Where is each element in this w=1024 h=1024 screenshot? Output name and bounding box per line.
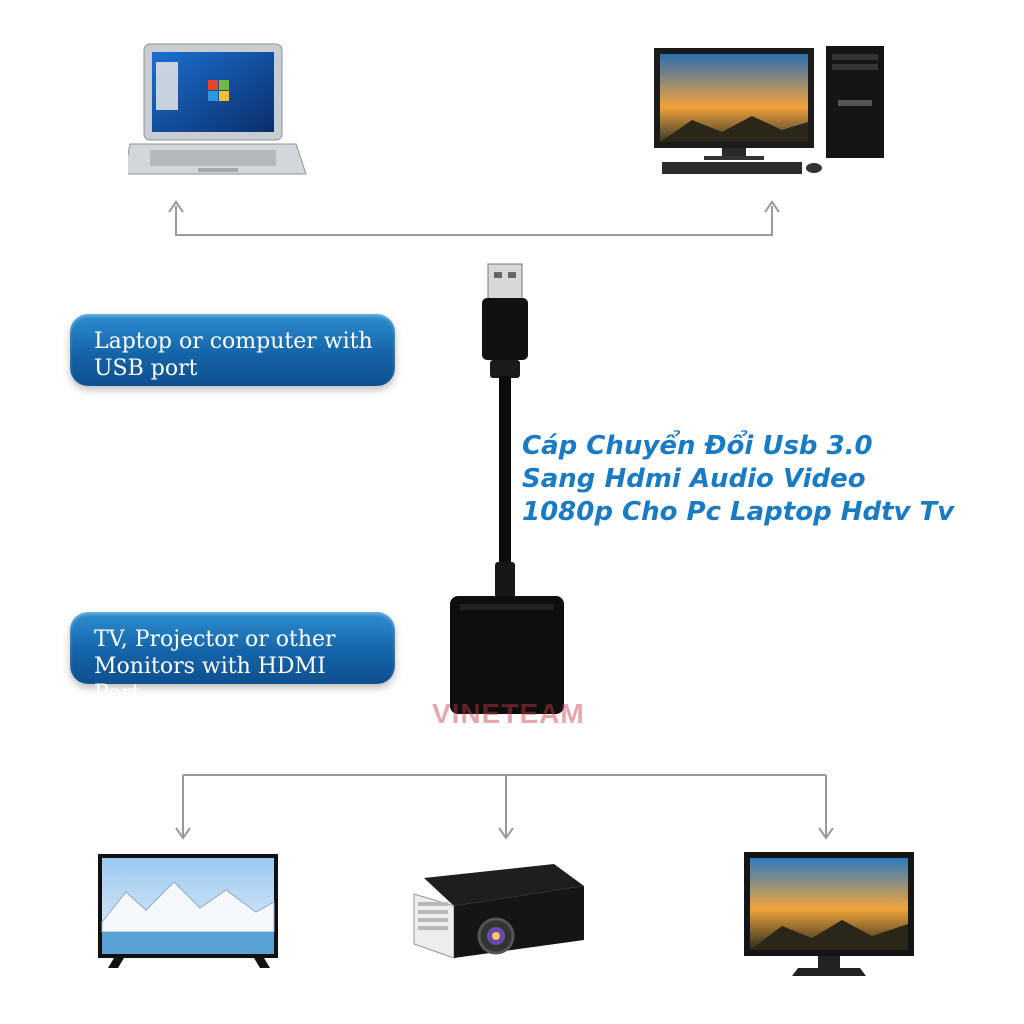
arrow-tv — [175, 827, 191, 840]
tv-icon — [98, 854, 278, 968]
arrow-monitor — [818, 827, 834, 840]
hdmi-label-line-1: TV, Projector or other — [94, 627, 336, 652]
projector-icon — [413, 864, 584, 959]
product-title-line-3: 1080p Cho Pc Laptop Hdtv Tv — [522, 497, 955, 527]
hdmi-output-label: TV, Projector or other Monitors with HDM… — [70, 612, 395, 706]
usb-source-label: Laptop or computer with USB port — [70, 314, 395, 386]
watermark-logo: VINETEAM — [432, 698, 585, 729]
arrow-projector — [498, 827, 514, 840]
product-title-line-2: Sang Hdmi Audio Video — [522, 464, 866, 494]
arrow-desktop — [764, 200, 780, 213]
usb-label-line-2: USB port — [94, 356, 198, 381]
desktop-computer-icon — [654, 46, 884, 174]
product-title-line-1: Cáp Chuyển Đổi Usb 3.0 — [522, 431, 873, 461]
hdmi-label-line-2: Monitors with HDMI Port — [94, 654, 326, 706]
usb-label-line-1: Laptop or computer with — [94, 329, 373, 354]
arrow-laptop — [168, 200, 184, 213]
laptop-icon — [128, 43, 307, 175]
product-title: Cáp Chuyển Đổi Usb 3.0 Sang Hdmi Audio V… — [522, 430, 1022, 529]
source-connector — [175, 206, 773, 236]
monitor-icon — [744, 852, 914, 976]
usb-to-hdmi-adapter-icon — [450, 263, 564, 714]
